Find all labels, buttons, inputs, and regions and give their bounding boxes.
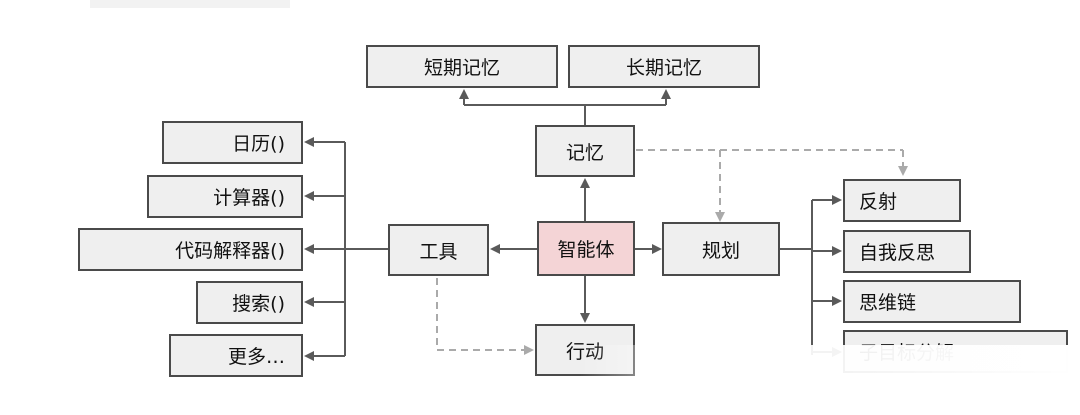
agent-connectors (490, 178, 662, 323)
dashed-connectors (436, 149, 908, 355)
search-tool-node: 搜索() (196, 281, 303, 324)
long-term-memory-node: 长期记忆 (568, 45, 760, 88)
tools-connectors (304, 137, 388, 361)
tools-node: 工具 (388, 224, 489, 276)
code-interpreter-tool-node: 代码解释器() (78, 228, 303, 271)
planning-connectors (780, 195, 842, 357)
agent-node: 智能体 (537, 221, 635, 276)
chain-of-thoughts-node: 思维链 (843, 280, 1021, 323)
short-term-memory-node: 短期记忆 (366, 45, 558, 88)
memory-to-stores-connector (459, 89, 671, 125)
bottom-right-fade-overlay (580, 345, 1080, 415)
self-critics-node: 自我反思 (843, 230, 971, 273)
calculator-tool-node: 计算器() (147, 175, 303, 218)
calendar-tool-node: 日历() (162, 121, 303, 164)
planning-node: 规划 (662, 222, 780, 276)
top-edge-artifact (90, 0, 290, 8)
more-tools-node: 更多… (169, 334, 303, 377)
memory-node: 记忆 (535, 125, 635, 177)
reflection-node: 反射 (843, 179, 961, 222)
